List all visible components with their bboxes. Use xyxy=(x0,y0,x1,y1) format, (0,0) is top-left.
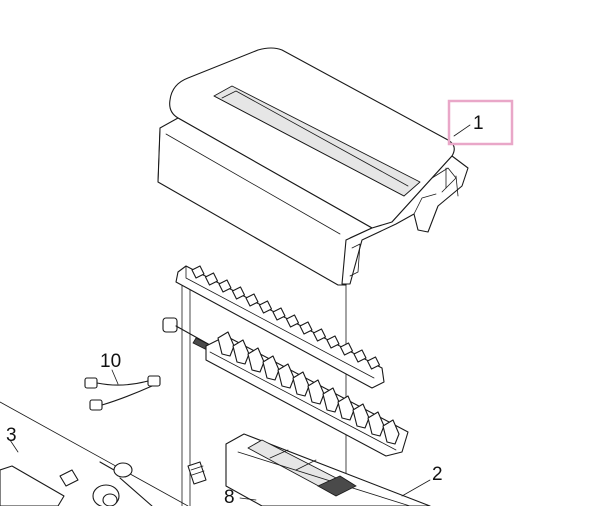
callout-1-leader xyxy=(453,124,471,137)
roller-shaft xyxy=(162,317,211,351)
guide-finger xyxy=(277,363,295,389)
rail-tooth xyxy=(285,314,300,328)
guide-finger xyxy=(232,339,250,365)
guide-finger xyxy=(337,395,355,421)
rail-tooth xyxy=(353,349,367,363)
rail-tooth xyxy=(258,300,273,314)
guide-finger xyxy=(262,355,280,381)
rail-tooth xyxy=(245,293,259,307)
rail-tooth xyxy=(299,321,313,335)
callout-10: 10 xyxy=(100,351,121,372)
part-2-bottom-tray xyxy=(225,433,431,506)
rail-tooth xyxy=(326,335,340,349)
callout-8-leader xyxy=(239,497,257,501)
rail-tooth xyxy=(366,356,381,370)
rail-tooth xyxy=(339,342,354,356)
rail-tooth xyxy=(218,279,232,293)
callout-2: 2 xyxy=(432,464,443,485)
part-3-lower-shaft xyxy=(0,401,189,506)
guide-finger xyxy=(217,331,235,357)
rail-tooth xyxy=(312,328,327,342)
callout-8: 8 xyxy=(224,487,235,506)
guide-finger xyxy=(352,403,370,429)
callout-2-leader xyxy=(401,479,431,497)
guide-finger xyxy=(307,379,325,405)
guide-finger xyxy=(247,347,265,373)
guide-fingers xyxy=(217,331,400,445)
guide-finger xyxy=(367,411,385,437)
callout-3: 3 xyxy=(6,425,17,446)
callout-1: 1 xyxy=(473,113,484,134)
callouts: 1 2 3 8 10 xyxy=(6,99,514,506)
rail-tooth xyxy=(231,286,246,300)
guide-finger xyxy=(322,387,340,413)
guide-finger xyxy=(382,419,400,445)
rail-tooth xyxy=(191,265,205,279)
middle-guide-assembly xyxy=(205,331,409,457)
rail-teeth xyxy=(191,265,381,370)
rail-tooth xyxy=(272,307,286,321)
rail-tooth xyxy=(204,272,219,286)
part-1-top-cover xyxy=(157,47,469,286)
upper-guide-rail xyxy=(175,265,385,389)
callout-1-highlight-box xyxy=(447,99,514,146)
part-10-cable xyxy=(84,369,161,411)
guide-finger xyxy=(292,371,310,397)
